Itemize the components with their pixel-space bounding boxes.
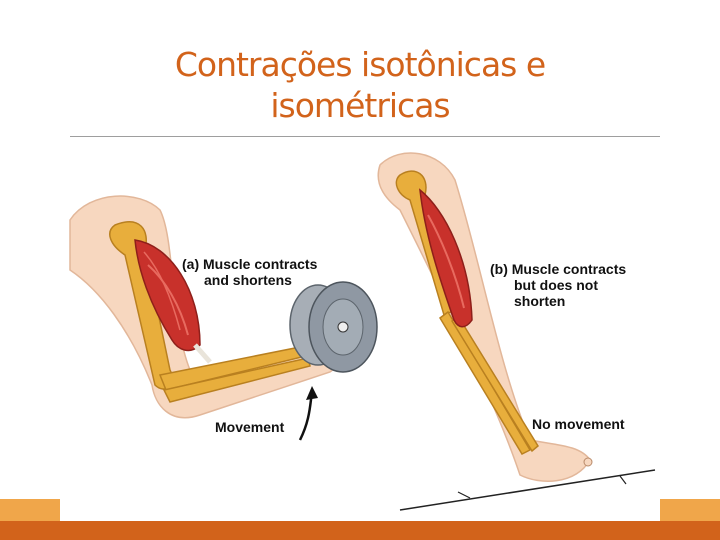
- slide-title: Contrações isotônicas e isométricas: [0, 44, 720, 126]
- slide-title-line-2: isométricas: [270, 86, 450, 125]
- panel-b-fixed-cord: [399, 457, 656, 511]
- arm-illustration: [69, 152, 656, 511]
- panel-b-caption-line-3: shorten: [514, 293, 566, 309]
- bottom-accent-left: [0, 499, 60, 521]
- panel-b-caption-line-1: (b) Muscle contracts: [490, 261, 627, 277]
- slide-title-line-1: Contrações isotônicas e: [174, 45, 546, 84]
- panel-a-movement-arrow: [298, 386, 318, 441]
- bottom-accent-right: [660, 499, 720, 521]
- panel-a-movement-label: Movement: [215, 419, 285, 435]
- title-divider: [70, 136, 660, 137]
- panel-a-caption-line-2: and shortens: [204, 272, 292, 288]
- muscle-contraction-figure: (a) Muscle contracts and shortens Moveme…: [60, 140, 660, 521]
- panel-b-caption-line-2: but does not: [514, 277, 598, 293]
- panel-a-dumbbell: [289, 281, 378, 373]
- panel-b-caption: (b) Muscle contracts but does not shorte…: [490, 261, 626, 309]
- panel-b-movement-label: No movement: [532, 416, 625, 432]
- panel-b-arm: [377, 152, 591, 482]
- panel-a-caption-line-1: (a) Muscle contracts: [182, 256, 318, 272]
- panel-a-arm: [69, 195, 337, 419]
- bottom-bar: [0, 521, 720, 540]
- panel-a-caption: (a) Muscle contracts and shortens: [182, 256, 317, 288]
